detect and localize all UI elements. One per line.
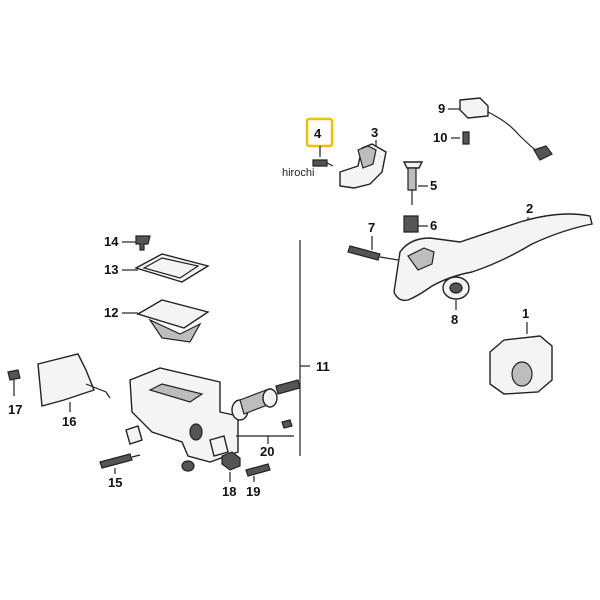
callout-10[interactable]: 10 — [433, 130, 447, 145]
callout-20[interactable]: 20 — [260, 444, 274, 459]
part-16-cover: 16 — [37, 353, 111, 429]
callout-9[interactable]: 9 — [438, 101, 445, 116]
part-14-screw: 14 — [104, 234, 151, 251]
callout-16[interactable]: 16 — [62, 414, 76, 429]
part-9-switch: 9 — [438, 97, 553, 161]
part-7-adjuster: 7 — [347, 220, 399, 261]
part-15-screw: 15 — [99, 453, 141, 490]
master-cylinder-body — [125, 367, 239, 472]
part-19-screw: 19 — [245, 463, 271, 499]
callout-5[interactable]: 5 — [430, 178, 437, 193]
part-6-bushing: 6 — [403, 215, 437, 233]
callout-15[interactable]: 15 — [108, 475, 122, 490]
part-4-bolt: 4 — [305, 117, 334, 167]
callout-1[interactable]: 1 — [522, 306, 529, 321]
callout-14[interactable]: 14 — [104, 234, 119, 249]
part-18-nut: 18 — [221, 451, 241, 499]
part-12-diaphragm: 12 — [104, 299, 210, 343]
callout-17[interactable]: 17 — [8, 402, 22, 417]
watermark-text: hirochi — [282, 167, 314, 179]
callout-3[interactable]: 3 — [371, 125, 378, 140]
part-5-pivot-bolt: 5 — [402, 161, 437, 205]
callout-11[interactable]: 11 — [316, 359, 330, 374]
part-1-clamp: 1 — [489, 306, 553, 395]
part-2-brake-lever: 2 — [393, 201, 593, 302]
part-17-screw: 17 — [7, 369, 22, 417]
callout-7[interactable]: 7 — [368, 220, 375, 235]
callout-19[interactable]: 19 — [246, 484, 260, 499]
part-3-bracket: 3 — [339, 125, 387, 189]
part-13-cap: 13 — [104, 253, 210, 283]
callout-12[interactable]: 12 — [104, 305, 118, 320]
callout-8[interactable]: 8 — [451, 312, 458, 327]
part-8-bearing: 8 — [442, 276, 470, 327]
part-10-screw: 10 — [433, 130, 470, 145]
callout-18[interactable]: 18 — [222, 484, 236, 499]
part-20-piston-kit: 20 — [231, 379, 301, 459]
callout-4[interactable]: 4 — [314, 126, 322, 141]
group-11-bracket: 11 — [299, 240, 330, 456]
callout-6[interactable]: 6 — [430, 218, 437, 233]
callout-13[interactable]: 13 — [104, 262, 118, 277]
callout-2[interactable]: 2 — [526, 201, 533, 216]
